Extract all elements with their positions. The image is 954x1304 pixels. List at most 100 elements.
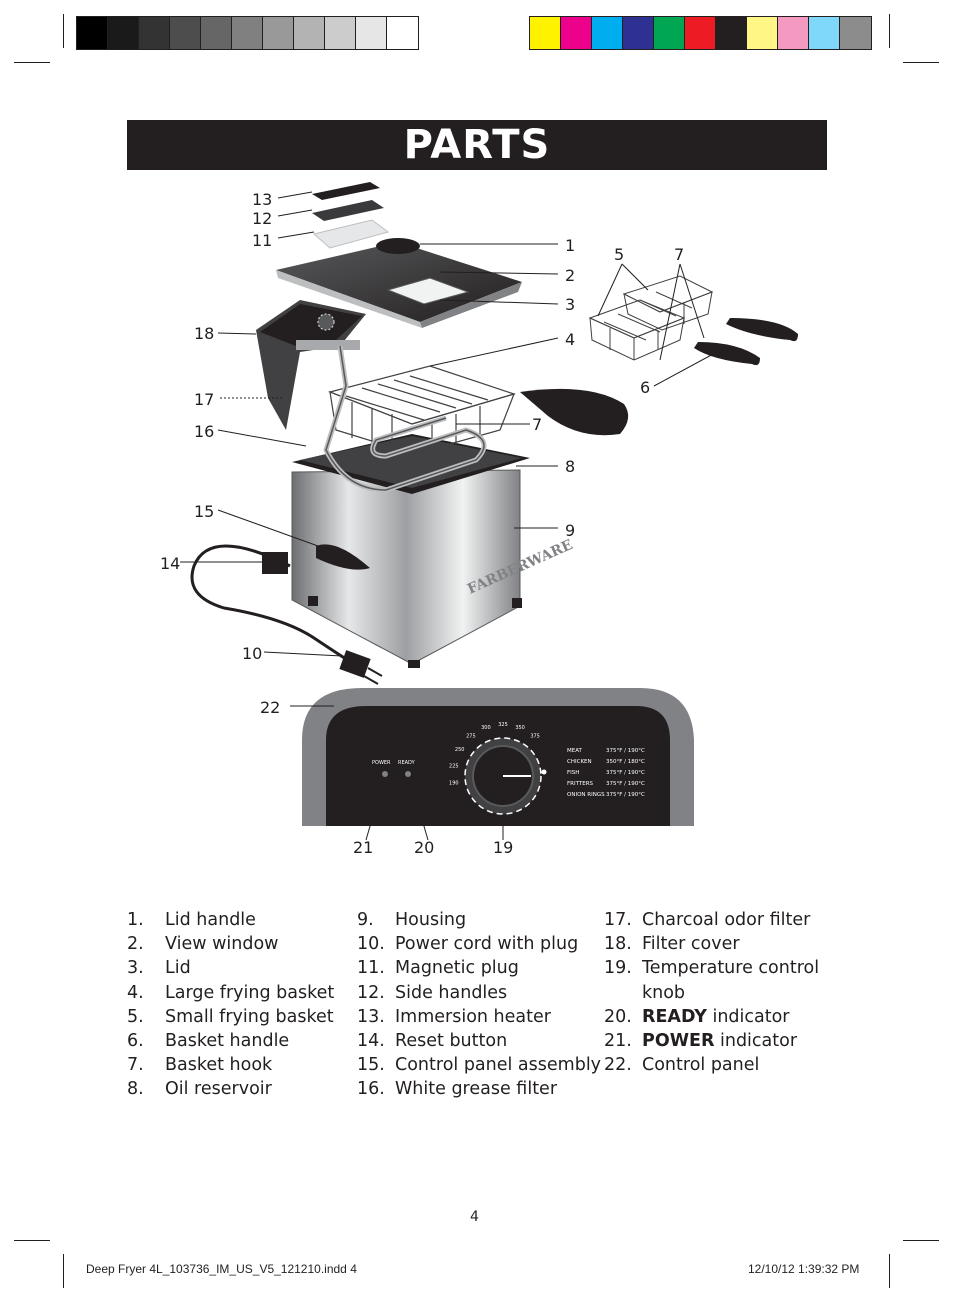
dial-mark: 250 <box>455 747 465 753</box>
item-number: 22. <box>604 1055 632 1076</box>
callout-8: 8 <box>565 457 575 476</box>
parts-list-item: 2.View window <box>127 932 334 956</box>
dial-mark: 275 <box>466 734 476 740</box>
callout-2: 2 <box>565 266 575 285</box>
item-label: Temperature control knob <box>642 958 820 1003</box>
filter-cover <box>312 182 380 200</box>
parts-list-item: 14.Reset button <box>357 1029 601 1053</box>
parts-list-item: 22. Control panel <box>604 1053 822 1077</box>
item-label: POWER indicator <box>642 1029 822 1053</box>
item-number: 19. <box>604 958 632 979</box>
item-label: White grease filter <box>395 1079 558 1100</box>
cooking-guide-food: FRITTERS <box>567 781 594 787</box>
parts-list-item: 4. Large frying basket <box>127 981 334 1005</box>
cooking-guide-temp: 375°F / 190°C <box>606 792 645 798</box>
callout-11: 14 <box>160 554 180 573</box>
cooking-guide-food: MEAT <box>567 748 583 754</box>
basket-handle <box>520 388 629 436</box>
cooking-guide-temp: 350°F / 180°C <box>606 759 645 765</box>
item-number: 9. <box>357 910 374 930</box>
dial-mark: 300 <box>481 725 491 731</box>
parts-list-item: 1.Lid handle <box>127 908 334 932</box>
dial-mark: 190 <box>449 781 459 787</box>
slug-timestamp: 12/10/12 1:39:32 PM <box>748 1262 860 1276</box>
parts-list-item: 6.Basket handle <box>127 1029 334 1053</box>
color-swatch <box>623 17 654 49</box>
callout-10: 10 <box>242 644 262 663</box>
cooking-guide-food: ONION RINGS <box>567 792 605 798</box>
item-label: Small frying basket <box>165 1006 334 1027</box>
item-label: Charcoal odor filter <box>642 910 811 930</box>
parts-list-item: 16.White grease filter <box>357 1077 601 1101</box>
color-bar <box>529 16 872 50</box>
gray-swatch <box>139 17 170 49</box>
item-label: Control panel <box>642 1055 760 1076</box>
gray-swatch <box>201 17 232 49</box>
crop-mark <box>889 14 890 48</box>
callout-9: 9 <box>565 521 575 540</box>
control-panel-assembly <box>256 300 366 430</box>
parts-list-item: 21. POWER indicator <box>604 1029 822 1053</box>
crop-mark <box>63 14 64 48</box>
wall-plug <box>339 650 371 678</box>
grayscale-bar <box>76 16 419 50</box>
callout-12: 15 <box>194 502 214 521</box>
item-label: Oil reservoir <box>165 1079 272 1100</box>
item-number: 17. <box>604 910 632 930</box>
gray-swatch <box>263 17 294 49</box>
slug-filename: Deep Fryer 4L_103736_IM_US_V5_121210.ind… <box>86 1262 357 1276</box>
cooking-guide-temp: 375°F / 190°C <box>606 770 645 776</box>
callout-5: 5 <box>614 245 624 264</box>
callout-7-small: 7 <box>674 245 684 264</box>
gray-swatch <box>108 17 139 49</box>
callout-20: 20 <box>414 838 434 857</box>
parts-list-item: 10.Power cord with plug <box>357 932 601 956</box>
crop-mark <box>63 1254 64 1288</box>
power-cord <box>190 544 355 666</box>
gray-swatch <box>294 17 325 49</box>
item-number: 7. <box>127 1055 144 1076</box>
gray-swatch <box>387 17 418 49</box>
item-number: 11. <box>357 958 385 979</box>
callout-17: 12 <box>252 209 272 228</box>
magnetic-plug <box>262 552 288 574</box>
parts-list-item: 13.Immersion heater <box>357 1005 601 1029</box>
item-label: Large frying basket <box>165 982 335 1003</box>
color-swatch <box>840 17 871 49</box>
item-label-rest: indicator <box>706 1006 790 1027</box>
leader-lines <box>180 191 729 841</box>
parts-list-item: 15.Control panel assembly <box>357 1053 601 1077</box>
item-label: Basket handle <box>165 1031 290 1052</box>
control-panel-closeup <box>302 688 694 826</box>
item-number: 20. <box>604 1006 632 1027</box>
callout-19: 19 <box>493 838 513 857</box>
item-label-rest: indicator <box>714 1031 798 1052</box>
item-number: 2. <box>127 934 144 955</box>
parts-list-item: 17. Charcoal odor filter <box>604 908 822 932</box>
item-label: Side handles <box>395 982 508 1003</box>
parts-list-item: 12.Side handles <box>357 981 601 1005</box>
charcoal-filter <box>312 200 384 221</box>
item-number: 1. <box>127 910 144 930</box>
callout-13: 16 <box>194 422 214 441</box>
item-number: 21. <box>604 1031 632 1052</box>
lid <box>276 238 522 328</box>
color-swatch <box>592 17 623 49</box>
gray-swatch <box>77 17 108 49</box>
color-swatch <box>654 17 685 49</box>
ready-indicator-label: READY <box>398 760 416 766</box>
crop-mark <box>14 1240 50 1241</box>
item-label: Power cord with plug <box>395 934 579 955</box>
crop-mark <box>903 1240 939 1241</box>
gray-swatch <box>325 17 356 49</box>
item-number: 5. <box>127 1006 144 1027</box>
item-number: 4. <box>127 982 144 1003</box>
gray-swatch <box>356 17 387 49</box>
item-label: Housing <box>395 910 467 930</box>
parts-list-item: 20.READY indicator <box>604 1005 822 1029</box>
parts-list-item: 9. Housing <box>357 908 601 932</box>
gray-swatch <box>232 17 263 49</box>
